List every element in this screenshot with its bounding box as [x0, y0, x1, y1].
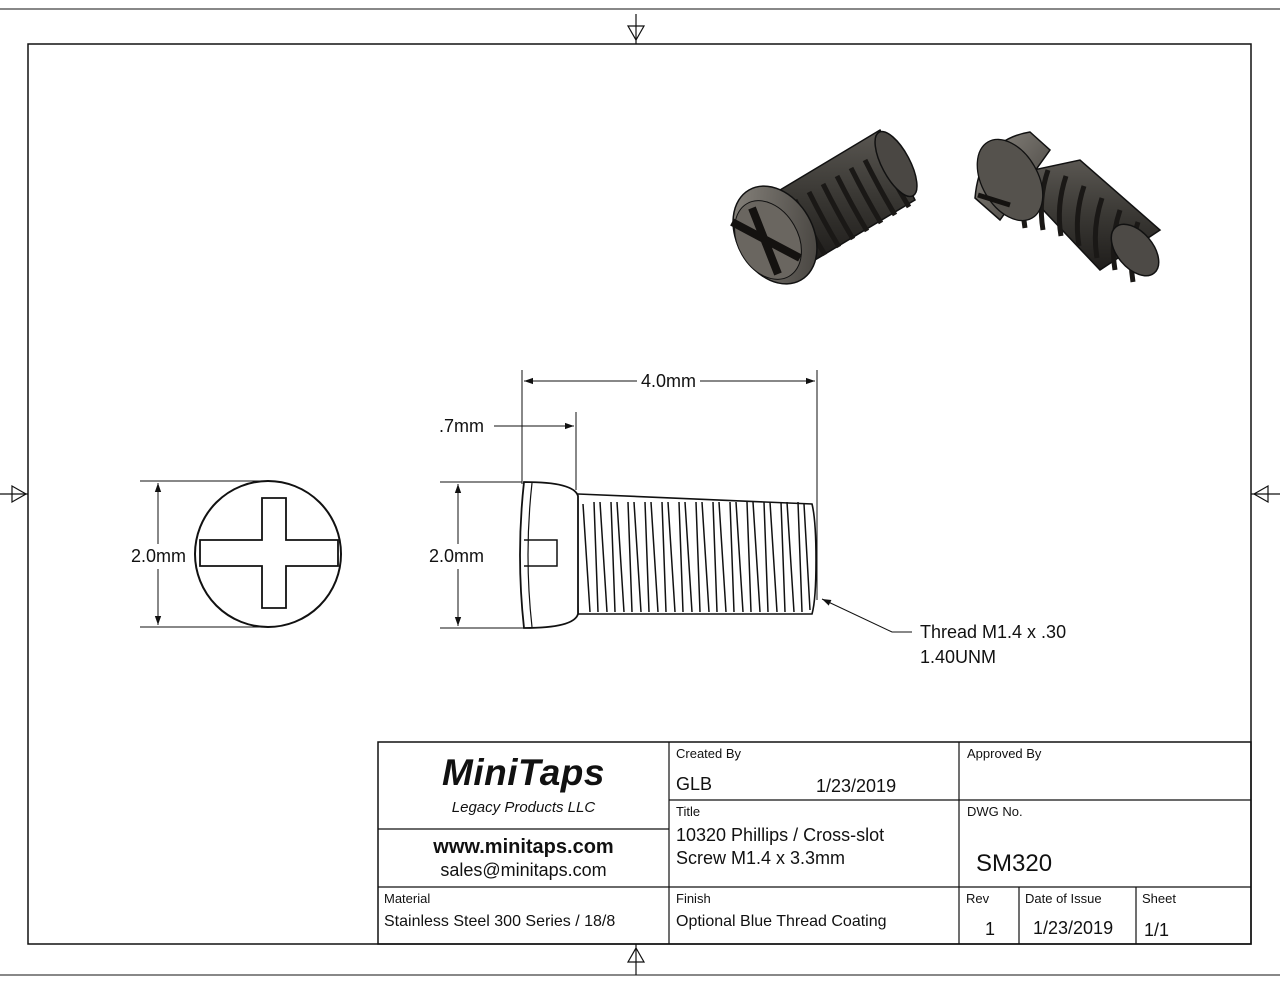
- screw-end-view: [194, 480, 342, 628]
- date-of-issue-label: Date of Issue: [1025, 891, 1102, 906]
- sheet-border: [0, 8, 1280, 976]
- length-dimension-label: 4.0mm: [637, 371, 701, 392]
- title-line2: Screw M1.4 x 3.3mm: [676, 848, 846, 868]
- company-website[interactable]: www.minitaps.com: [433, 836, 614, 858]
- company-tagline: Legacy Products LLC: [451, 799, 596, 816]
- dwg-no-value: SM320: [976, 850, 1053, 877]
- side-diameter-dimension-label: 2.0mm: [426, 544, 488, 569]
- isometric-screw-front: [730, 128, 918, 285]
- finish-value: Optional Blue Thread Coating: [676, 913, 887, 930]
- material-value: Stainless Steel 300 Series / 18/8: [384, 913, 616, 930]
- title-block-grid: [377, 741, 1252, 945]
- company-email[interactable]: sales@minitaps.com: [440, 860, 607, 880]
- sheet-value: 1/1: [1144, 920, 1170, 940]
- rev-value: 1: [985, 919, 996, 939]
- isometric-screw-rear: [974, 131, 1162, 283]
- title-line1: 10320 Phillips / Cross-slot: [676, 825, 885, 845]
- finish-label: Finish: [676, 891, 711, 906]
- created-by-label: Created By: [676, 746, 742, 761]
- dwg-no-label: DWG No.: [967, 804, 1023, 819]
- created-date-value: 1/23/2019: [816, 776, 897, 796]
- rev-label: Rev: [966, 891, 990, 906]
- end-diameter-dimension-label: 2.0mm: [128, 544, 190, 569]
- date-of-issue-value: 1/23/2019: [1033, 918, 1114, 938]
- screw-side-view: [519, 481, 817, 629]
- head-height-dimension-label: .7mm: [439, 416, 484, 436]
- approved-by-label: Approved By: [967, 746, 1042, 761]
- sheet-label: Sheet: [1142, 891, 1176, 906]
- created-by-value: GLB: [676, 774, 713, 794]
- title-label: Title: [676, 804, 701, 819]
- thread-callout-line1: Thread M1.4 x .30: [920, 622, 1067, 642]
- material-label: Material: [384, 891, 431, 906]
- centering-marks: [0, 14, 1280, 975]
- company-logo: MiniTaps: [442, 752, 605, 793]
- thread-callout-line2: 1.40UNM: [920, 647, 997, 667]
